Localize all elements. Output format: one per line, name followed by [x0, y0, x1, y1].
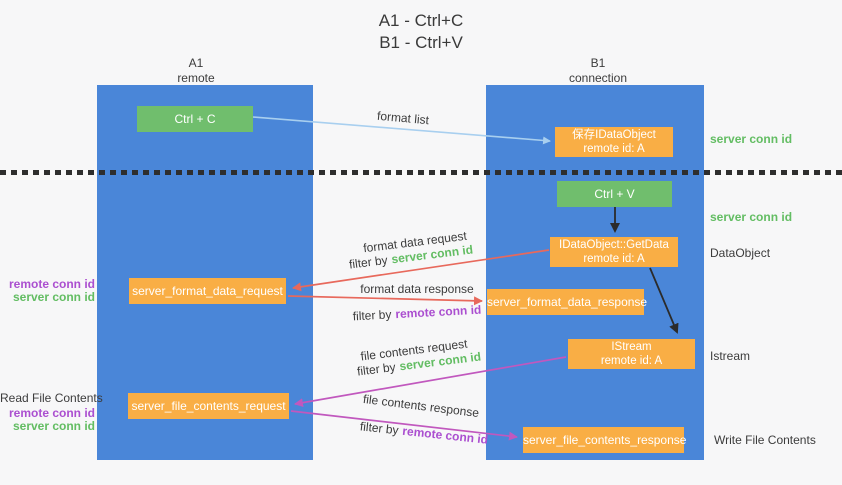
server-conn-id-label: server conn id [12, 290, 95, 304]
server-format-data-request-node: server_format_data_request [129, 278, 286, 304]
write-file-contents-label: Write File Contents [714, 433, 816, 447]
filter-by-text: filter by [348, 252, 389, 272]
left-conn-id-group-top: remote conn id server conn id [0, 278, 95, 304]
format-data-response-arrow-label: format data response [360, 282, 474, 296]
server-format-data-response-label: server_format_data_response [487, 295, 648, 309]
server-conn-id-right-top-label: server conn id [710, 132, 793, 146]
title-line-2: B1 - Ctrl+V [379, 33, 463, 52]
istream-line2: remote id: A [600, 355, 663, 367]
server-file-contents-response-node: server_file_contents_response [523, 427, 687, 453]
column-b1-name: B1 [590, 56, 606, 70]
getdata-line2: remote id: A [583, 253, 645, 265]
format-list-arrow-label: format list [376, 108, 430, 128]
column-a1-subtitle: remote [177, 71, 215, 85]
column-header-a1: A1 remote [126, 56, 266, 86]
dataobject-label: DataObject [710, 246, 771, 260]
istream-line1: IStream [611, 341, 652, 353]
filter-by-text: filter by [352, 307, 392, 324]
ctrl-c-node: Ctrl + C [137, 106, 253, 132]
dashed-separator [0, 170, 842, 175]
remote-conn-id-text: remote conn id [401, 423, 489, 447]
server-conn-id-right-mid-label: server conn id [710, 210, 793, 224]
istream-side-label: Istream [710, 349, 751, 363]
ctrl-c-label: Ctrl + C [174, 112, 216, 126]
server-format-data-request-label: server_format_data_request [132, 284, 283, 298]
ctrl-v-node: Ctrl + V [557, 181, 672, 207]
filter-by-text: filter by [359, 419, 400, 438]
server-file-contents-request-label: server_file_contents_request [131, 399, 286, 413]
file-contents-response-arrow-label: file contents response [362, 391, 480, 421]
save-idataobject-node: 保存IDataObject remote id: A [555, 127, 673, 157]
getdata-node: IDataObject::GetData remote id: A [550, 237, 678, 267]
server-conn-id-label: server conn id [12, 419, 95, 433]
title-line-1: A1 - Ctrl+C [378, 11, 464, 30]
istream-node: IStream remote id: A [568, 339, 695, 369]
column-a1-name: A1 [188, 56, 204, 70]
format-data-response-arrow [287, 295, 483, 306]
getdata-line1: IDataObject::GetData [559, 239, 669, 251]
left-conn-id-group-bottom: remote conn id server conn id [0, 407, 95, 433]
diagram-title: A1 - Ctrl+C B1 - Ctrl+V [0, 10, 842, 54]
server-file-contents-request-node: server_file_contents_request [128, 393, 289, 419]
server-format-data-response-node: server_format_data_response [487, 289, 648, 315]
ctrl-v-label: Ctrl + V [594, 187, 635, 201]
save-idataobject-line1: 保存IDataObject [572, 129, 656, 141]
read-file-contents-label: Read File Contents [0, 391, 103, 405]
column-header-b1: B1 connection [528, 56, 668, 86]
column-b1-subtitle: connection [568, 71, 628, 85]
server-file-contents-response-label: server_file_contents_response [523, 433, 687, 447]
remote-conn-id-label: remote conn id [8, 277, 95, 291]
remote-conn-id-label: remote conn id [8, 406, 95, 420]
save-idataobject-line2: remote id: A [583, 143, 645, 155]
remote-conn-id-text: remote conn id [394, 302, 482, 322]
